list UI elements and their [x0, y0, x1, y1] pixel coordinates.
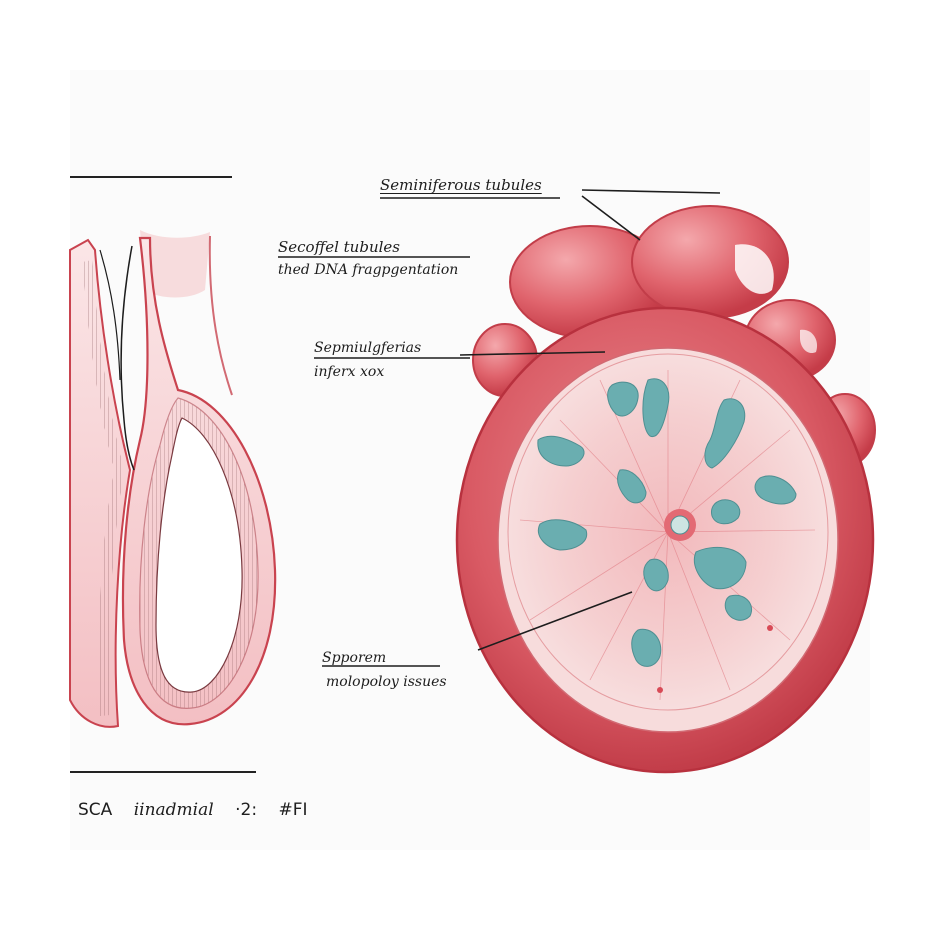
cross-section-drawing: [455, 205, 876, 774]
caption-part-2: iinadmial: [133, 800, 214, 820]
caption-part-1: SCA: [78, 800, 113, 820]
caption-part-4: #FI: [278, 800, 308, 820]
longitudinal-tubule-drawing: [69, 230, 277, 728]
leader-lines: [278, 189, 721, 667]
caption-part-3: ·2:: [235, 800, 258, 820]
label-dna-fragmentation: thed DNA fragpgentation: [278, 262, 459, 278]
label-spporem: Spporem: [322, 650, 387, 666]
label-morphology-issues: molopoloy issues: [326, 674, 447, 690]
label-inferx: inferx xox: [314, 364, 385, 380]
label-seminiferous-tubules: Seminiferous tubules: [380, 176, 542, 194]
label-secondary-tubules: Secoffel tubules: [278, 238, 400, 256]
label-sepmiulgferias: Sepmiulgferias: [314, 340, 422, 356]
figure-caption: SCA iinadmial ·2: #FI: [78, 800, 324, 820]
